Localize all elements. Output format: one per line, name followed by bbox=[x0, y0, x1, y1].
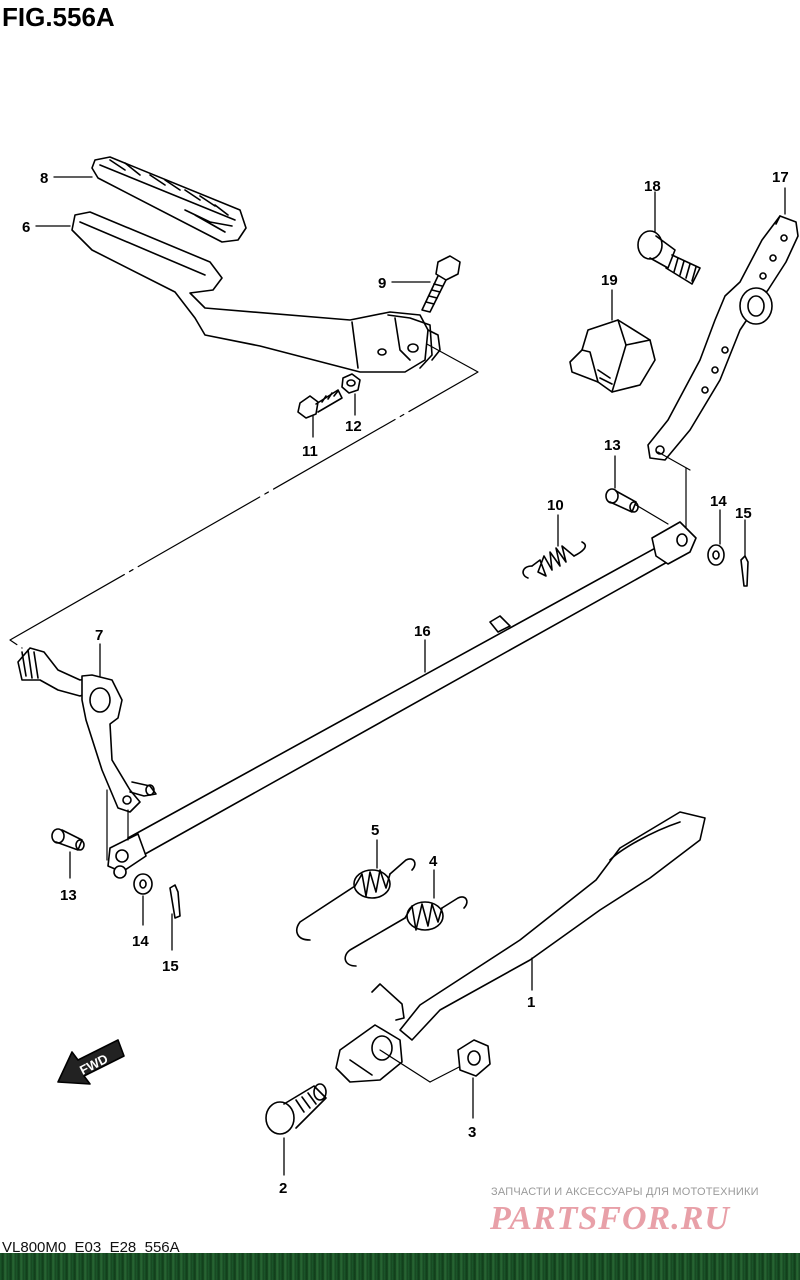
side-stand-1-part bbox=[335, 811, 706, 1083]
pin-13-lower-part bbox=[51, 828, 85, 851]
nut-3-part bbox=[457, 1039, 491, 1077]
part-label-12: 12 bbox=[345, 418, 362, 435]
part-label-17: 17 bbox=[772, 169, 789, 186]
figure-footer-code: VL800M0_E03_E28_556A bbox=[2, 1239, 180, 1256]
part-label-4: 4 bbox=[429, 853, 438, 870]
watermark-caption: ЗАПЧАСТИ И АКСЕССУАРЫ ДЛЯ МОТОТЕХНИКИ bbox=[491, 1186, 759, 1198]
pedal-rubber-part bbox=[91, 156, 247, 243]
part-label-15-upper: 15 bbox=[735, 505, 752, 522]
part-label-2: 2 bbox=[279, 1180, 287, 1197]
figure-title: FIG.556A bbox=[2, 2, 115, 32]
spring-5-part bbox=[296, 858, 416, 941]
part-label-7: 7 bbox=[95, 627, 103, 644]
pedal-shaft-7-part bbox=[17, 647, 157, 813]
assembly-line-pedal bbox=[9, 342, 479, 649]
pedal-bolt-part bbox=[421, 255, 461, 313]
cotter-pin-15-lower-part bbox=[169, 884, 181, 919]
part-label-18: 18 bbox=[644, 178, 661, 195]
brake-pedal-arm-part bbox=[71, 211, 441, 373]
fwd-arrow-icon bbox=[57, 1039, 125, 1085]
part-label-10: 10 bbox=[547, 497, 564, 514]
pin-13-upper-part bbox=[605, 488, 639, 513]
part-label-14-upper: 14 bbox=[710, 493, 727, 510]
cotter-pin-15-upper-part bbox=[740, 555, 749, 587]
spring-4-part bbox=[344, 896, 468, 967]
assembly-line-rod bbox=[657, 451, 691, 471]
part-label-14-lower: 14 bbox=[132, 933, 149, 950]
part-label-13-upper: 13 bbox=[604, 437, 621, 454]
part-label-3: 3 bbox=[468, 1124, 476, 1141]
part-label-1: 1 bbox=[527, 994, 535, 1011]
watermark-logo: PARTSFOR.RU bbox=[490, 1200, 730, 1237]
cover-19-part bbox=[569, 319, 656, 393]
bolt-11-part bbox=[297, 389, 343, 419]
part-label-13-lower: 13 bbox=[60, 887, 77, 904]
part-label-11: 11 bbox=[302, 443, 318, 460]
pivot-bolt-18-part bbox=[637, 230, 701, 285]
part-label-15-lower: 15 bbox=[162, 958, 179, 975]
part-label-6: 6 bbox=[22, 219, 30, 236]
part-label-19: 19 bbox=[601, 272, 618, 289]
spring-10-part bbox=[522, 541, 587, 579]
part-label-16: 16 bbox=[414, 623, 431, 640]
brake-rod-16-part bbox=[107, 521, 697, 879]
assembly-line-stand bbox=[379, 1049, 431, 1083]
part-label-8: 8 bbox=[40, 170, 48, 187]
bolt-2-part bbox=[265, 1083, 327, 1135]
fwd-label: FWD bbox=[77, 1051, 110, 1078]
washer-14-lower-part bbox=[133, 873, 153, 895]
part-label-5: 5 bbox=[371, 822, 379, 839]
bottom-bar bbox=[0, 1253, 800, 1280]
brake-rod-17-part bbox=[647, 215, 799, 461]
washer-14-upper-part bbox=[707, 544, 725, 566]
nut-12-part bbox=[341, 373, 361, 394]
part-label-9: 9 bbox=[378, 275, 386, 292]
